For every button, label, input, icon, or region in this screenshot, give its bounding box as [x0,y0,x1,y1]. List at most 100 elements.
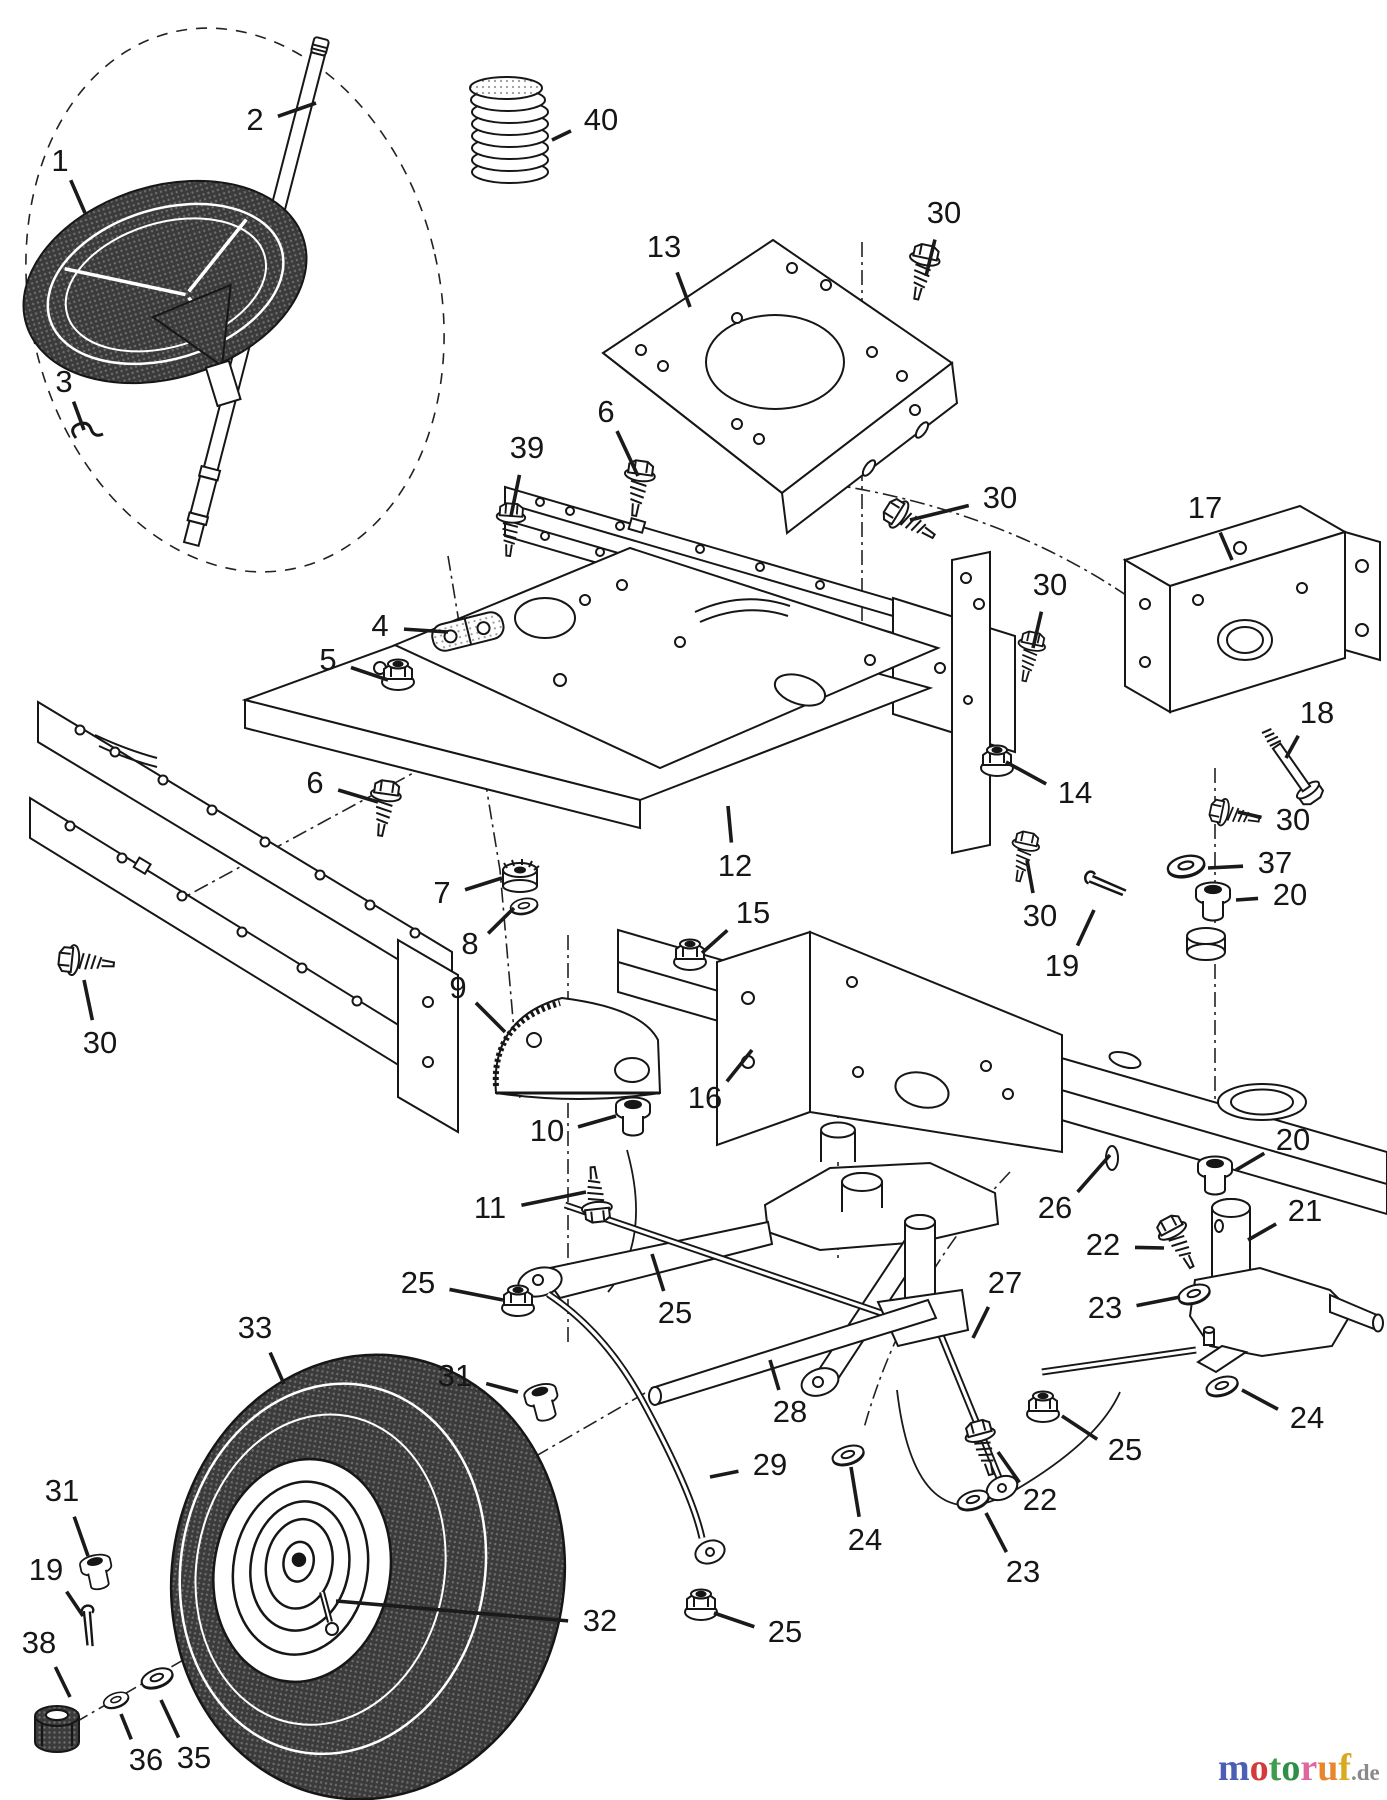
part-number: 28 [773,1394,807,1429]
part-callout-35: 35 [159,1699,211,1775]
leader-line [82,979,95,1021]
part-callout-20: 20 [1235,1122,1310,1172]
part-callout-10: 10 [530,1113,617,1148]
part-callout-30: 30 [1031,567,1067,649]
part-number: 25 [658,1295,692,1330]
part-number: 24 [1290,1400,1324,1435]
leader-line [709,1469,739,1479]
part-callout-19: 19 [1045,909,1096,983]
part-number: 1 [51,143,68,178]
leader-line [464,876,503,892]
part-number: 24 [848,1522,882,1557]
left-axle-spindle [648,1214,970,1406]
leader-line [159,1699,181,1739]
part-number: 13 [647,229,681,264]
logo-letter: o [1249,1747,1269,1789]
part-number: 30 [1033,567,1067,602]
right-steering-knuckle [1188,1198,1384,1374]
leader-line [1235,896,1259,902]
logo-letter: f [1338,1747,1351,1789]
leader-line [1247,1222,1277,1242]
part-callout-25: 25 [650,1253,692,1330]
logo-letter: o [1281,1747,1301,1789]
leader-line [485,1381,519,1394]
leader-line [350,665,389,682]
part-number: 30 [1023,898,1057,933]
leader-line [1207,864,1244,870]
part-number: 36 [129,1742,163,1777]
part-callout-15: 15 [700,895,770,955]
leader-line [486,906,516,935]
part-number: 40 [584,102,618,137]
part-number: 30 [927,195,961,230]
leader-line [449,1287,504,1302]
leader-line [726,805,734,843]
retainer-clip [71,421,104,439]
part-number: 3 [55,364,72,399]
leader-line [337,788,379,804]
part-number: 17 [1188,490,1222,525]
part-number: 39 [510,430,544,465]
logo-letter: u [1317,1747,1339,1789]
motoruf-logo: motoruf.de [1218,1749,1380,1787]
part-callout-6: 6 [306,765,379,804]
sector-gear [492,996,662,1100]
part-callout-19: 19 [29,1552,85,1618]
part-callout-30: 30 [82,979,117,1060]
hex-bolt-18 [1261,728,1325,806]
leader-line [1218,531,1234,561]
part-callout-14: 14 [1005,760,1092,810]
leader-line [971,1306,991,1339]
part-number: 11 [474,1190,506,1225]
leader-line [69,179,87,214]
rear-bracket [1122,504,1381,714]
part-callout-7: 7 [433,875,503,910]
shaft-coupling [431,611,505,652]
part-callout-31: 31 [438,1358,519,1394]
logo-suffix: .de [1350,1760,1380,1785]
part-number: 38 [22,1625,56,1660]
part-callout-23: 23 [1088,1290,1181,1325]
part-callout-20: 20 [1235,877,1307,912]
part-number: 12 [718,848,752,883]
part-callout-6: 6 [597,394,640,477]
part-number: 23 [1006,1554,1040,1589]
part-callout-21: 21 [1247,1193,1322,1242]
knuckle-link [1041,1346,1197,1376]
part-number: 26 [1038,1190,1072,1225]
logo-letter: m [1218,1747,1250,1789]
part-number: 29 [753,1447,787,1482]
leader-line [335,1599,569,1623]
part-number: 35 [177,1740,211,1775]
leader-line [403,627,449,634]
part-number: 19 [1045,948,1079,983]
leader-line [984,1512,1009,1553]
part-callout-12: 12 [718,805,752,883]
hub-cap-38 [34,1705,80,1753]
part-callout-3: 3 [55,364,86,431]
part-callout-9: 9 [449,970,507,1034]
leader-line [551,129,572,142]
leader-line [577,1114,617,1129]
part-callout-36: 36 [119,1713,163,1777]
logo-letter: r [1300,1747,1318,1789]
part-callout-29: 29 [709,1447,787,1482]
logo-letter: t [1268,1747,1282,1789]
part-callout-1: 1 [51,143,87,214]
part-callout-30: 30 [909,480,1017,522]
part-number: 37 [1258,845,1292,880]
part-callout-40: 40 [551,102,618,142]
bellcrank-boss [820,1121,856,1162]
part-callout-38: 38 [22,1625,72,1698]
leader-line [1284,734,1300,759]
part-callout-18: 18 [1284,695,1334,759]
leader-line [1005,760,1047,786]
leader-line [119,1713,133,1740]
part-callout-26: 26 [1038,1153,1112,1225]
leader-line [521,1190,587,1208]
part-callout-22: 22 [1086,1227,1165,1262]
leader-line [1237,810,1262,820]
part-number: 19 [29,1552,63,1587]
part-number: 10 [530,1113,564,1148]
